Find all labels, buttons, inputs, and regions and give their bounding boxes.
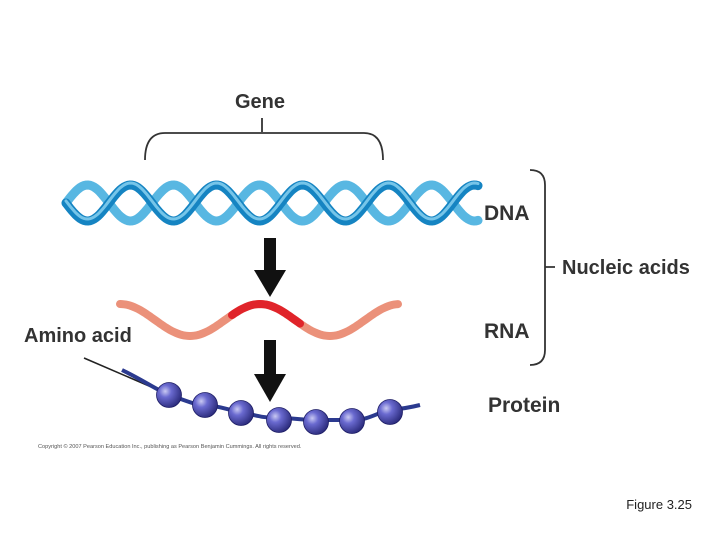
nucleic-acids-bracket (529, 169, 555, 366)
amino-acid-bead (303, 409, 329, 435)
gene-bracket (144, 118, 384, 161)
amino-acid-bead (377, 399, 403, 425)
transcription-arrow (254, 238, 286, 297)
nucleic-acids-label: Nucleic acids (562, 257, 690, 279)
protein-label: Protein (488, 394, 560, 417)
rna-label: RNA (484, 320, 530, 343)
gene-label: Gene (235, 91, 285, 113)
amino-acid-bead (156, 382, 182, 408)
dna-helix (61, 180, 483, 226)
amino-acid-label: Amino acid (24, 325, 132, 347)
copyright-notice: Copyright © 2007 Pearson Education Inc.,… (38, 443, 302, 450)
amino-acid-bead (339, 408, 365, 434)
figure-caption: Figure 3.25 (626, 497, 692, 512)
amino-acid-bead (192, 392, 218, 418)
translation-arrow (254, 340, 286, 402)
amino-acid-beads (156, 382, 403, 435)
rna-strand (116, 299, 402, 341)
dna-label: DNA (484, 202, 530, 225)
protein-chain (121, 368, 421, 435)
amino-acid-bead (266, 407, 292, 433)
amino-acid-bead (228, 400, 254, 426)
